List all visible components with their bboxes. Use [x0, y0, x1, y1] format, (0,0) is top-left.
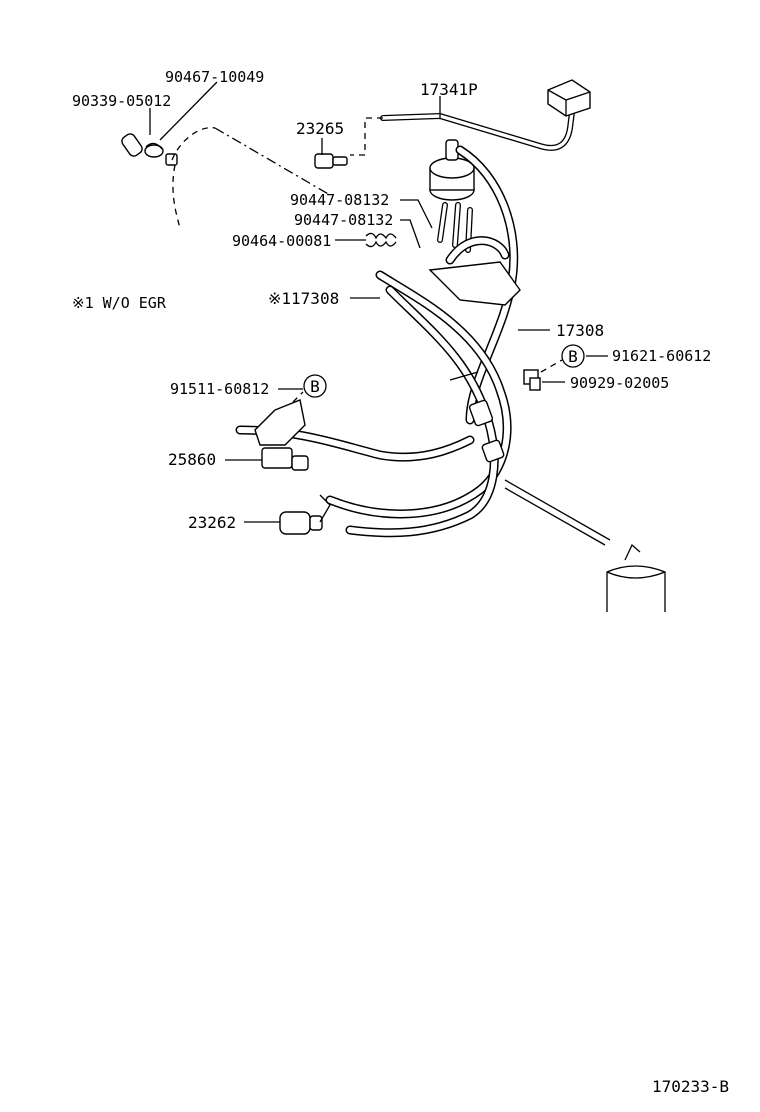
- part-label-90339-05012: 90339-05012: [72, 92, 171, 110]
- fitting-23265: [314, 153, 348, 169]
- fitting-23262: [279, 494, 331, 535]
- bracket-17308: [523, 359, 563, 391]
- diagram-code: 170233-B: [652, 1077, 729, 1096]
- vsv-valve: [429, 139, 475, 201]
- main-hose-bundle: [235, 145, 611, 546]
- clamp-90464: [365, 232, 397, 248]
- part-label-17308: 17308: [556, 321, 604, 340]
- egr-note: ※1 W/O EGR: [72, 294, 167, 312]
- part-label-25860: 25860: [168, 450, 216, 469]
- part-label-91511-60812: 91511-60812: [170, 380, 269, 398]
- part-label-90464-00081: 90464-00081: [232, 232, 331, 250]
- part-label-91621-60612: 91621-60612: [612, 347, 711, 365]
- part-label-90447-08132-a: 90447-08132: [290, 191, 389, 209]
- part-label-90467-10049: 90467-10049: [165, 68, 264, 86]
- part-label-17341p: 17341P: [420, 80, 478, 99]
- part-label-23265: 23265: [296, 119, 344, 138]
- leader-lines: [149, 81, 608, 523]
- vsv-25860: [254, 391, 309, 471]
- part-label-23262: 23262: [188, 513, 236, 532]
- upper-vacuum-line: [350, 79, 591, 156]
- charcoal-canister: [606, 543, 666, 612]
- small-hose-assembly: [121, 127, 331, 229]
- ref-letter-lower: B: [310, 377, 320, 396]
- ref-letter-upper: B: [568, 347, 578, 366]
- part-label-90929-02005: 90929-02005: [570, 374, 669, 392]
- part-label-90447-08132-b: 90447-08132: [294, 211, 393, 229]
- ref-marker-b-upper: B: [561, 344, 585, 368]
- ref-marker-b-lower: B: [303, 374, 327, 398]
- part-label-117308: ※117308: [268, 289, 339, 308]
